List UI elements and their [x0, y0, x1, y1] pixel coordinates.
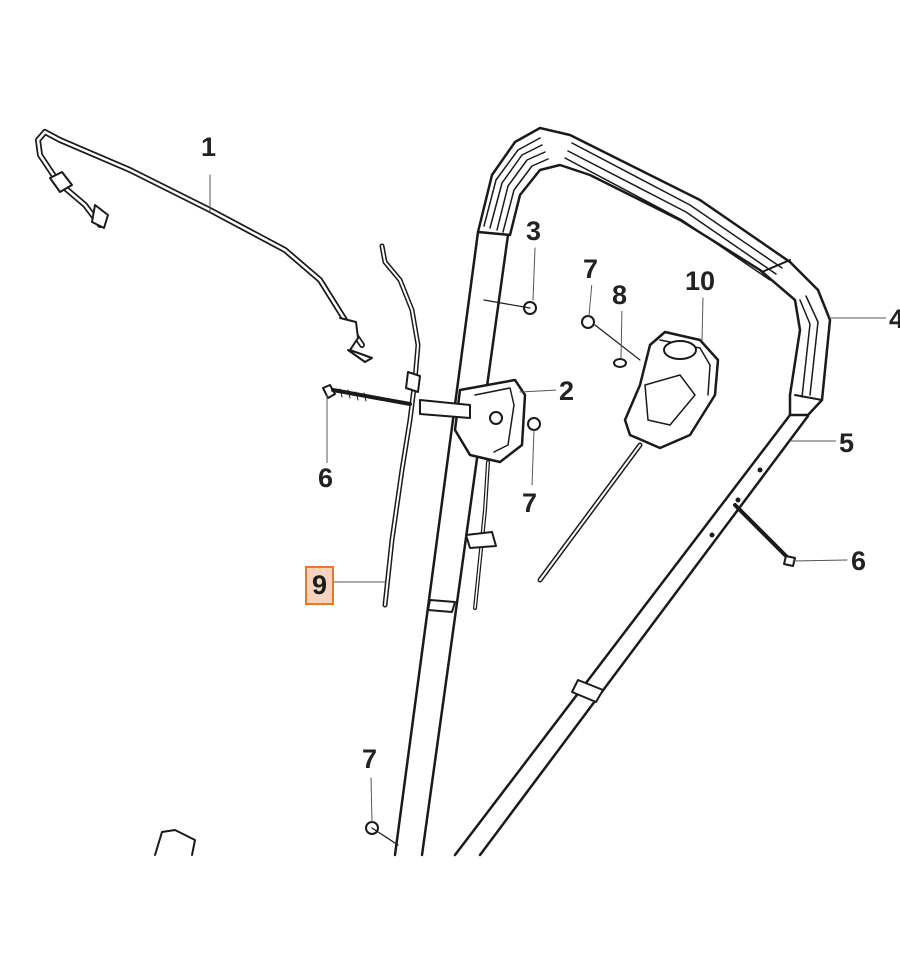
leader-lines — [209, 174, 896, 823]
cable-control-housing — [419, 378, 527, 610]
callout-5: 5 — [836, 428, 858, 459]
callout-6-left: 6 — [315, 463, 337, 494]
callout-10: 10 — [682, 266, 719, 297]
callout-1: 1 — [198, 132, 220, 163]
callout-4: 4 — [886, 304, 900, 335]
left-handle-tube — [393, 230, 510, 857]
bolt-left — [322, 384, 412, 406]
switch-box — [537, 330, 720, 583]
callout-7-top: 7 — [580, 254, 602, 285]
callout-3: 3 — [523, 216, 545, 247]
deck-fragment — [154, 829, 196, 856]
callout-7-bottom: 7 — [359, 744, 381, 775]
callout-6-right: 6 — [848, 546, 870, 577]
callout-2: 2 — [556, 376, 578, 407]
cable — [379, 243, 421, 608]
nuts — [365, 299, 641, 846]
callout-8: 8 — [609, 280, 631, 311]
lower-handle-tube — [453, 413, 810, 857]
bolt-right — [733, 503, 796, 567]
upper-handle — [476, 126, 832, 417]
callout-9-highlighted[interactable]: 9 — [305, 566, 335, 605]
callout-7-mid: 7 — [519, 488, 541, 519]
bail-bar — [35, 129, 373, 363]
